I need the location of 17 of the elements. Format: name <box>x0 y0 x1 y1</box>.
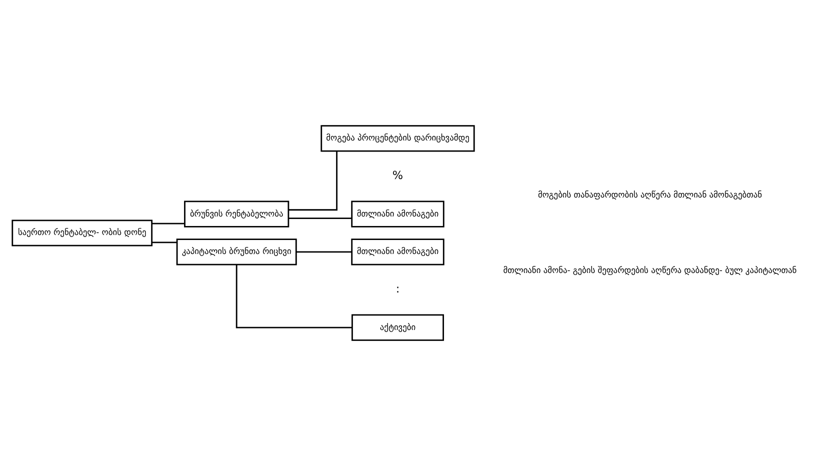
connector <box>288 218 352 219</box>
node-box: ბრუნვის რენტაბელობა <box>184 200 290 228</box>
label: მოგების თანაფარდობის აღწერა მთლიან ამონაგებთან <box>538 189 762 200</box>
connector <box>236 264 352 328</box>
node-box: აქტივები <box>352 314 444 341</box>
node-box: მოგება პროცენტების დარიცხვამდე <box>320 125 475 152</box>
label: % <box>392 168 404 182</box>
node-box: მთლიანი ამონაგები <box>351 238 444 266</box>
connector <box>296 251 352 253</box>
connector <box>152 222 185 224</box>
label: : <box>396 282 400 296</box>
connector <box>288 151 338 211</box>
label: მთლიანი ამონა- გების შეფარდების აღწერა დაბანდე- ბულ კაპიტალთან <box>503 265 797 276</box>
node-box: საერთო რენტაბელ- ობის დონე <box>12 220 153 246</box>
connector <box>152 242 178 244</box>
node-box: მთლიანი ამონაგები <box>351 200 444 228</box>
node-box: კაპიტალის ბრუნთა რიცხვი <box>176 238 297 266</box>
